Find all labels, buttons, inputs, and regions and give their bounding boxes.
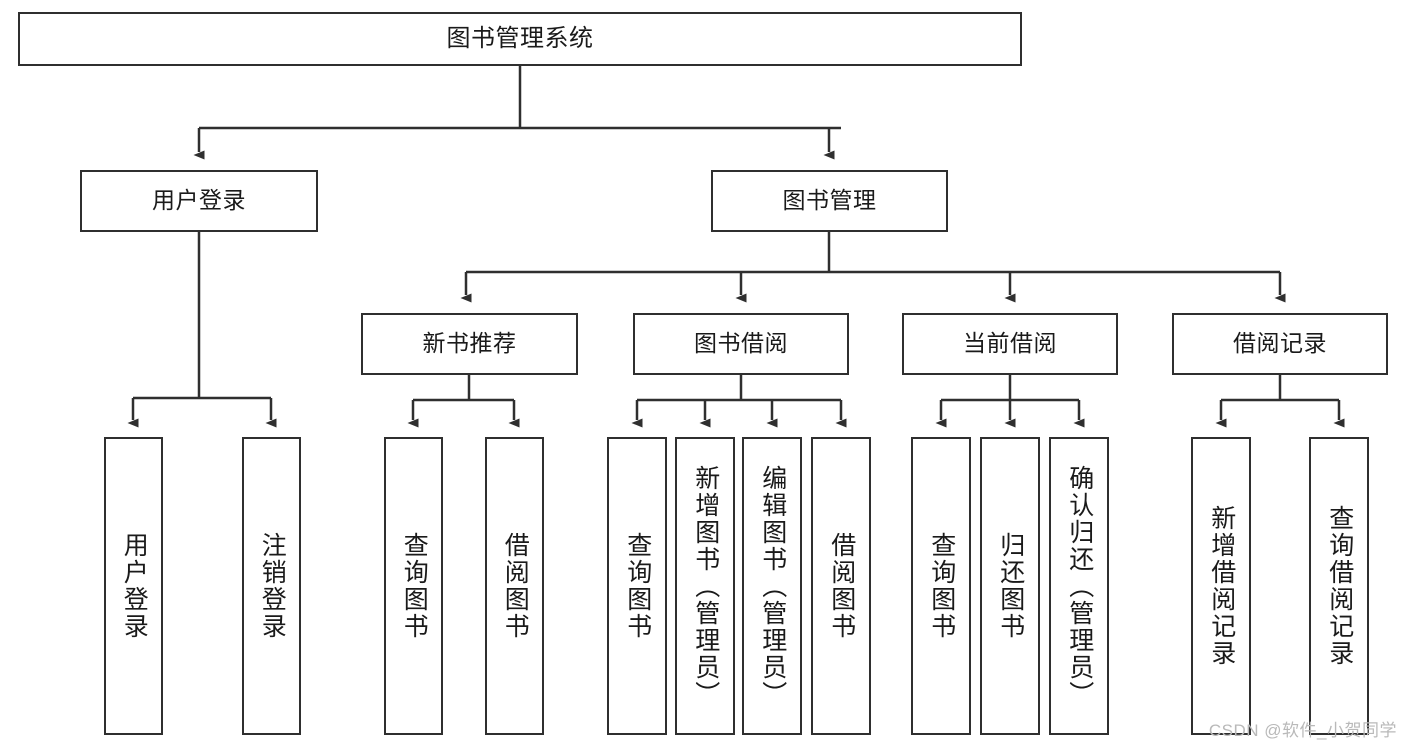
node-current-borrow[interactable]: 当前借阅 [902, 313, 1118, 375]
node-label: 借阅记录 [1233, 330, 1327, 357]
node-label: 借阅图书 [827, 532, 856, 640]
node-label: 用户登录 [152, 187, 246, 214]
node-book-borrow[interactable]: 图书借阅 [633, 313, 849, 375]
node-label: 归还图书 [996, 532, 1025, 640]
node-label: 用户登录 [120, 532, 149, 640]
leaf-query-record[interactable]: 查询借阅记录 [1309, 437, 1369, 735]
node-borrow-record[interactable]: 借阅记录 [1172, 313, 1388, 375]
leaf-logout[interactable]: 注销登录 [242, 437, 301, 735]
node-root-system[interactable]: 图书管理系统 [18, 12, 1022, 66]
leaf-borrow-book-2[interactable]: 借阅图书 [811, 437, 871, 735]
leaf-edit-book[interactable]: 编辑图书（管理员） [742, 437, 802, 735]
node-label: 查询图书 [927, 532, 956, 640]
node-user-login[interactable]: 用户登录 [80, 170, 318, 232]
node-new-book-recommend[interactable]: 新书推荐 [361, 313, 578, 375]
node-label: 图书借阅 [694, 330, 788, 357]
node-book-management[interactable]: 图书管理 [711, 170, 948, 232]
node-label: 当前借阅 [963, 330, 1057, 357]
node-label: 新增图书（管理员） [691, 464, 720, 708]
leaf-add-book[interactable]: 新增图书（管理员） [675, 437, 735, 735]
csdn-watermark: CSDN @软件_小贺同学 [1208, 721, 1397, 740]
node-label: 注销登录 [258, 532, 287, 640]
node-label: 新书推荐 [422, 330, 517, 357]
node-label: 查询图书 [400, 532, 429, 640]
node-label: 确认归还（管理员） [1065, 464, 1094, 708]
node-label: 编辑图书（管理员） [758, 464, 787, 708]
node-label: 查询图书 [623, 532, 652, 640]
leaf-add-record[interactable]: 新增借阅记录 [1191, 437, 1251, 735]
leaf-query-book-1[interactable]: 查询图书 [384, 437, 443, 735]
leaf-borrow-book-1[interactable]: 借阅图书 [485, 437, 544, 735]
node-label: 查询借阅记录 [1325, 505, 1354, 667]
leaf-user-login[interactable]: 用户登录 [104, 437, 163, 735]
node-label: 图书管理系统 [446, 24, 594, 52]
node-label: 新增借阅记录 [1207, 505, 1236, 667]
leaf-query-book-2[interactable]: 查询图书 [607, 437, 667, 735]
leaf-query-book-3[interactable]: 查询图书 [911, 437, 971, 735]
leaf-return-book[interactable]: 归还图书 [980, 437, 1040, 735]
node-label: 图书管理 [782, 187, 877, 214]
leaf-confirm-return[interactable]: 确认归还（管理员） [1049, 437, 1109, 735]
node-label: 借阅图书 [501, 532, 530, 640]
